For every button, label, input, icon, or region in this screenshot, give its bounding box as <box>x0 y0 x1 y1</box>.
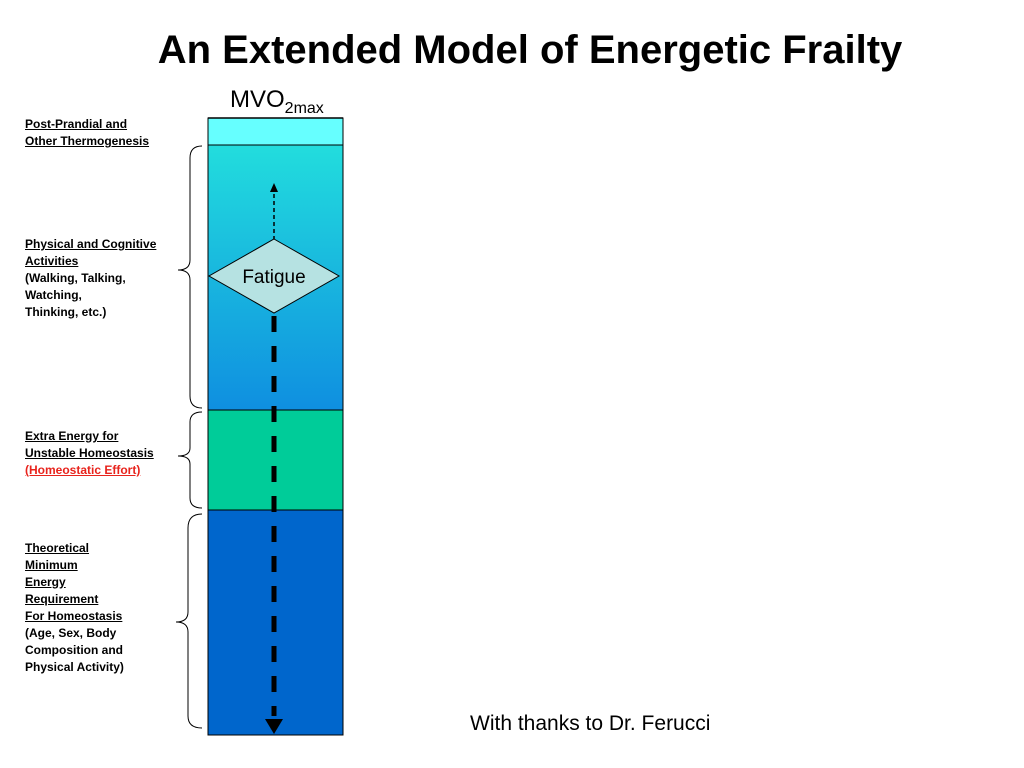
theoretical-line-7: Composition and <box>25 643 123 657</box>
fatigue-diamond <box>207 238 341 314</box>
brace-homeostatic-effort <box>177 411 203 509</box>
mvo2max-label: MVO2max <box>230 86 324 118</box>
theoretical-minimum-label: Theoretical Minimum Energy Requirement F… <box>25 540 124 676</box>
homeostatic-effort-band <box>207 409 344 511</box>
brace-physical-activities <box>177 145 203 409</box>
acknowledgement-text: With thanks to Dr. Ferucci <box>470 712 711 735</box>
fatigue-label: Fatigue <box>242 267 305 288</box>
fatigue-up-arrowhead <box>270 183 278 192</box>
theoretical-line-3: Energy <box>25 575 66 589</box>
theoretical-line-2: Minimum <box>25 558 78 572</box>
post-prandial-band <box>207 117 344 146</box>
page-title: An Extended Model of Energetic Frailty <box>157 28 903 72</box>
physical-line-5: Thinking, etc.) <box>25 305 107 319</box>
energy-down-arrowhead <box>265 719 283 734</box>
post-prandial-line-1: Post-Prandial and <box>25 117 128 131</box>
physical-line-1: Physical and Cognitive <box>25 237 157 251</box>
homeostatic-effort-text: (Homeostatic Effort) <box>25 463 141 477</box>
physical-activities-label: Physical and Cognitive Activities (Walki… <box>25 236 156 321</box>
physical-line-3: (Walking, Talking, <box>25 271 126 285</box>
theoretical-line-1: Theoretical <box>25 541 90 555</box>
theoretical-line-4: Requirement <box>25 592 99 606</box>
physical-line-4: Watching, <box>25 288 82 302</box>
mvo-main-text: MVO <box>230 86 285 113</box>
mvo-subscript: 2max <box>284 100 324 117</box>
theoretical-line-5: For Homeostasis <box>25 609 123 623</box>
brace-minimum-energy <box>175 513 203 729</box>
extra-energy-label: Extra Energy for Unstable Homeostasis (H… <box>25 428 154 479</box>
post-prandial-label: Post-Prandial and Other Thermogenesis <box>25 116 149 150</box>
extra-line-1: Extra Energy for <box>25 429 119 443</box>
physical-line-2: Activities <box>25 254 79 268</box>
post-prandial-line-2: Other Thermogenesis <box>25 134 150 148</box>
extra-line-2: Unstable Homeostasis <box>25 446 154 460</box>
theoretical-line-8: Physical Activity) <box>25 660 124 674</box>
theoretical-line-6: (Age, Sex, Body <box>25 626 117 640</box>
